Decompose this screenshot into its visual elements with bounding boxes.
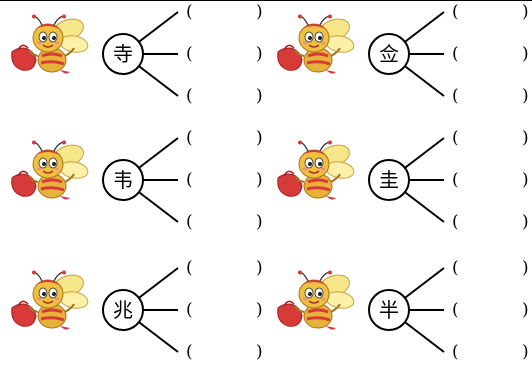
root-character: 圭 [379,168,399,192]
answer-blank-open[interactable]: ( [452,128,459,148]
branch-diagram [102,137,179,223]
character-group: 佥 () () () [266,0,532,126]
answer-blank-close[interactable]: ) [256,86,263,106]
character-group: 半 () () () [266,256,532,382]
character-circle [368,33,410,75]
branch-line [138,11,179,43]
bee-mascot-icon [274,270,358,336]
answer-blank-close[interactable]: ) [522,342,529,362]
answer-blank-open[interactable]: ( [186,128,193,148]
answer-blank-open[interactable]: ( [186,86,193,106]
branch-line [138,321,179,353]
character-circle [102,289,144,331]
branch-diagram [102,11,179,97]
answer-blank-close[interactable]: ) [256,44,263,64]
answer-blank-close[interactable]: ) [522,212,529,232]
answer-blank-open[interactable]: ( [452,2,459,22]
answer-blank-close[interactable]: ) [256,258,263,278]
branch-diagram [368,267,445,353]
answer-blank-open[interactable]: ( [452,170,459,190]
character-group: 圭 () () () [266,126,532,252]
character-group: 韦 () () () [0,126,266,252]
answer-blank-close[interactable]: ) [256,2,263,22]
root-character: 韦 [113,168,133,192]
character-circle [368,159,410,201]
answer-blank-close[interactable]: ) [256,128,263,148]
answer-blank-open[interactable]: ( [452,300,459,320]
branch-diagram [368,11,445,97]
answer-blank-close[interactable]: ) [256,300,263,320]
answer-blank-close[interactable]: ) [522,258,529,278]
answer-blank-close[interactable]: ) [522,170,529,190]
answer-blank-close[interactable]: ) [522,44,529,64]
answer-blank-close[interactable]: ) [256,342,263,362]
answer-blank-open[interactable]: ( [186,44,193,64]
answer-blank-open[interactable]: ( [452,342,459,362]
branch-line [138,267,179,299]
branch-diagram [368,137,445,223]
branch-line [404,321,445,353]
character-group: 兆 () () () [0,256,266,382]
bee-mascot-icon [8,14,92,80]
root-character: 半 [379,298,399,322]
top-rule [0,0,532,1]
answer-blank-close[interactable]: ) [522,300,529,320]
answer-blank-open[interactable]: ( [186,300,193,320]
bee-mascot-icon [8,140,92,206]
character-circle [102,159,144,201]
answer-blank-close[interactable]: ) [522,86,529,106]
answer-blank-open[interactable]: ( [186,212,193,232]
answer-blank-open[interactable]: ( [186,2,193,22]
branch-line [404,65,445,97]
branch-line [138,65,179,97]
bee-mascot-icon [274,140,358,206]
branch-diagram [102,267,179,353]
answer-blank-close[interactable]: ) [256,212,263,232]
answer-blank-open[interactable]: ( [452,86,459,106]
bee-mascot-icon [274,14,358,80]
root-character: 兆 [113,298,133,322]
answer-blank-close[interactable]: ) [522,128,529,148]
character-group: 寺 () () () [0,0,266,126]
branch-line [404,137,445,169]
branch-line [138,191,179,223]
character-circle [102,33,144,75]
branch-line [404,191,445,223]
answer-blank-close[interactable]: ) [256,170,263,190]
answer-blank-open[interactable]: ( [452,258,459,278]
answer-blank-open[interactable]: ( [452,212,459,232]
branch-line [138,137,179,169]
bee-mascot-icon [8,270,92,336]
answer-blank-close[interactable]: ) [522,2,529,22]
character-circle [368,289,410,331]
answer-blank-open[interactable]: ( [186,342,193,362]
answer-blank-open[interactable]: ( [452,44,459,64]
root-character: 佥 [379,42,399,66]
answer-blank-open[interactable]: ( [186,258,193,278]
root-character: 寺 [113,42,133,66]
answer-blank-open[interactable]: ( [186,170,193,190]
branch-line [404,11,445,43]
branch-line [404,267,445,299]
